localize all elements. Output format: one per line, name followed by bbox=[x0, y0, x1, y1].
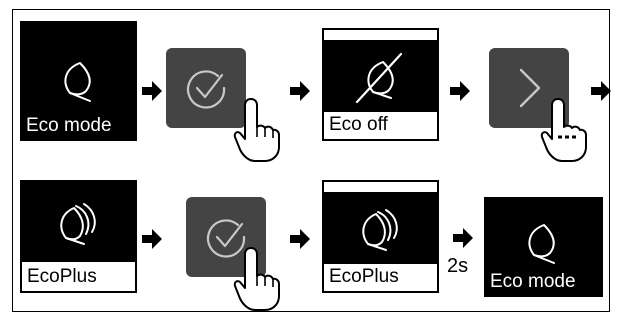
ecoplus-leaves-icon bbox=[362, 209, 398, 251]
ecoplus-leaves-icon bbox=[60, 203, 96, 245]
display-label: EcoPlus bbox=[329, 266, 399, 287]
display-eco-mode: Eco mode bbox=[20, 21, 137, 141]
display-ecoplus: EcoPlus bbox=[322, 180, 439, 293]
pointing-hand-icon bbox=[233, 98, 280, 162]
display-label: Eco mode bbox=[490, 271, 576, 292]
display-screen-area bbox=[22, 182, 135, 262]
checkmark-circle-icon bbox=[186, 70, 226, 109]
leaf-off-icon bbox=[355, 52, 403, 104]
leaf-icon bbox=[528, 224, 555, 264]
arrow-right-icon bbox=[290, 229, 310, 249]
arrow-right-icon bbox=[453, 228, 473, 248]
chevron-right-icon bbox=[519, 68, 541, 108]
display-label: EcoPlus bbox=[27, 266, 97, 287]
display-eco-mode: Eco mode bbox=[484, 197, 603, 297]
pointing-hand-icon bbox=[540, 98, 587, 162]
arrow-right-icon bbox=[290, 81, 310, 101]
display-label: Eco off bbox=[329, 114, 388, 135]
display-ecoplus: EcoPlus bbox=[20, 180, 137, 293]
delay-label: 2s bbox=[447, 255, 469, 277]
display-label: Eco mode bbox=[26, 115, 112, 136]
display-screen-area bbox=[324, 40, 437, 112]
confirm-button[interactable] bbox=[166, 48, 246, 128]
diagram-frame bbox=[12, 9, 610, 312]
pointing-hand-icon bbox=[233, 247, 280, 311]
arrow-right-icon bbox=[591, 81, 611, 101]
leaf-icon bbox=[64, 62, 91, 102]
display-screen-area bbox=[324, 192, 437, 264]
display-eco-off: Eco off bbox=[322, 28, 439, 141]
checkmark-circle-icon bbox=[206, 219, 246, 258]
arrow-right-icon bbox=[450, 81, 470, 101]
arrow-right-icon bbox=[142, 81, 162, 101]
arrow-right-icon bbox=[142, 229, 162, 249]
